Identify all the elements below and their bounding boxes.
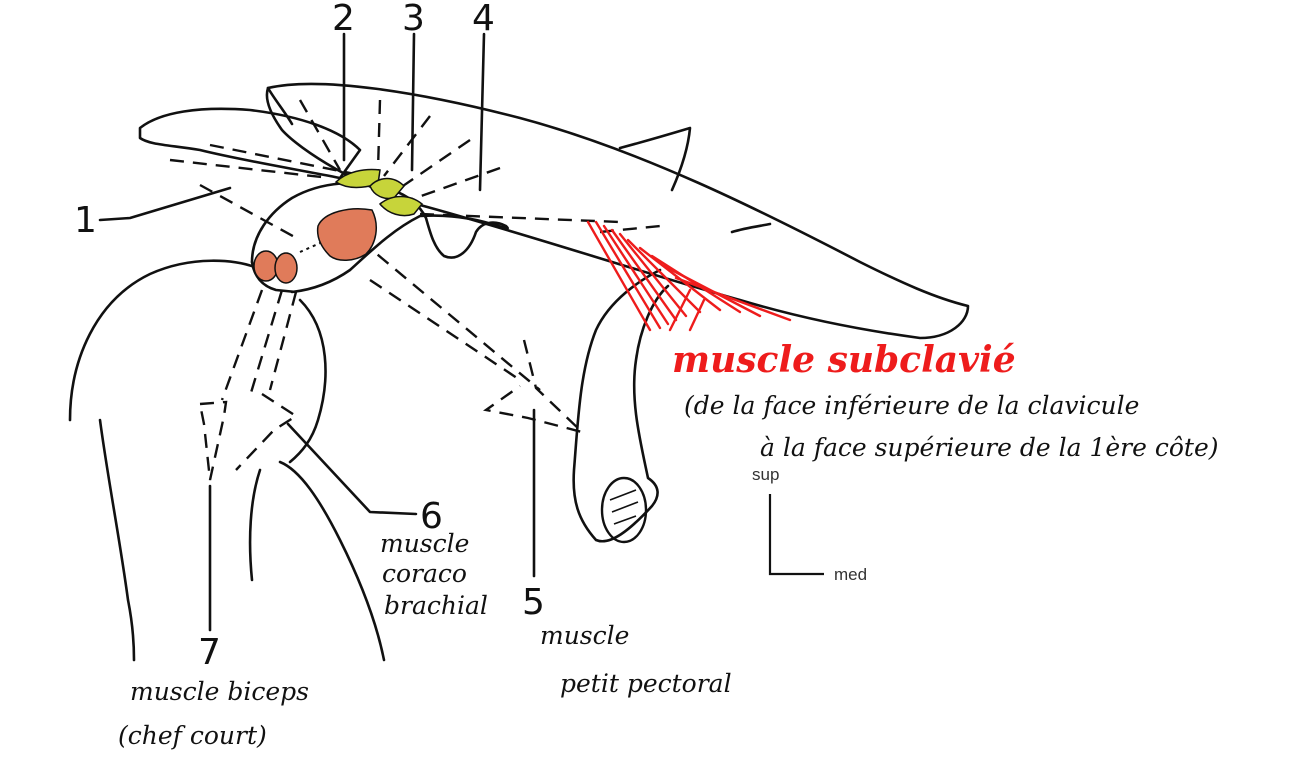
clavicle-end <box>266 86 294 126</box>
green-insertion-2 <box>369 177 406 200</box>
pectoral-arrow-lower <box>369 279 521 381</box>
humerus-shaft-left <box>98 418 136 662</box>
label-1: 1 <box>74 200 97 241</box>
biceps-line-2: (chef court) <box>118 721 267 750</box>
biceps-arrow-head <box>198 400 228 481</box>
ligament-coraco-clav <box>419 212 621 224</box>
orientation-sup: sup <box>752 465 779 484</box>
label-3: 3 <box>402 0 425 39</box>
orientation-axes <box>768 494 824 576</box>
label-6: 6 <box>420 496 443 537</box>
pectoral-arrow-head <box>482 339 587 435</box>
humerus-head-right <box>288 298 327 464</box>
ligament-1-lower <box>199 183 301 242</box>
pectoral-insertion <box>316 208 378 261</box>
acromion-outline <box>138 107 362 180</box>
humerus-shaft-right <box>278 460 386 662</box>
ligament-1-upper <box>169 158 331 180</box>
subclavius-desc-1: (de la face inférieure de la clavicule <box>684 391 1139 420</box>
coraco-line-1: muscle <box>380 529 469 558</box>
green-insertion-3 <box>378 195 424 217</box>
biceps-arrow-3 <box>268 291 298 391</box>
ligament-mid <box>209 143 361 177</box>
subclavius-muscle-fibers <box>586 220 792 332</box>
pectoral-arrow-upper <box>359 239 541 391</box>
coracoid-process <box>250 181 509 294</box>
ligament-3a <box>376 99 382 171</box>
biceps-insertion-2 <box>274 252 298 284</box>
leader-1 <box>98 186 232 222</box>
biceps-arrow-2 <box>248 289 284 397</box>
coraco-line-3: brachial <box>384 591 488 620</box>
pectoral-line-1: muscle <box>540 621 629 650</box>
scapula-superior-border <box>618 126 692 192</box>
scapula-line-mid <box>730 222 772 234</box>
biceps-line-1: muscle biceps <box>130 677 309 706</box>
humerus-outline <box>68 259 264 422</box>
subclavius-title: muscle subclavié <box>672 339 1016 381</box>
ligament-2 <box>298 99 342 171</box>
leader-4 <box>478 32 486 192</box>
ligament-3b <box>383 115 431 177</box>
first-rib <box>572 268 670 543</box>
pectoral-line-2: petit pectoral <box>560 669 732 698</box>
label-4: 4 <box>472 0 495 39</box>
rib-cut-hatch <box>609 489 639 525</box>
orientation-med: med <box>834 565 867 584</box>
leader-6 <box>286 422 418 516</box>
label-7: 7 <box>198 632 221 673</box>
ligament-4a <box>399 139 471 189</box>
humerus-inner <box>248 468 262 582</box>
label-2: 2 <box>332 0 355 39</box>
leader-3 <box>410 32 416 172</box>
coraco-arrow-head <box>235 392 299 471</box>
green-insertion-1 <box>334 168 381 189</box>
rib-cut-end <box>600 476 648 544</box>
label-5: 5 <box>522 582 545 623</box>
subclavius-desc-2: à la face supérieure de la 1ère côte) <box>760 433 1219 462</box>
biceps-arrow-1 <box>220 289 264 401</box>
ligament-coraco-coraco <box>599 224 661 234</box>
coraco-line-2: coraco <box>382 559 467 588</box>
ligament-4b <box>409 166 501 202</box>
